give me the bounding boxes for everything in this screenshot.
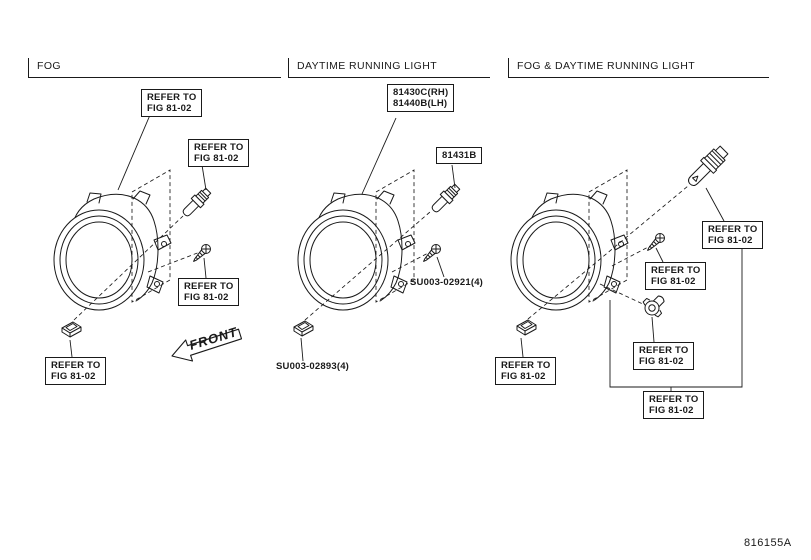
ref-label-combo-screw: REFER TO FIG 81-02 (645, 262, 707, 290)
part-number-drl-screw: SU003-02921(4) (410, 277, 484, 288)
fog-clip-icon (61, 321, 82, 338)
ref-line1: REFER TO (708, 224, 758, 235)
combo-large-bulb-icon (683, 143, 731, 191)
ref-label-combo-bulb: REFER TO FIG 81-02 (702, 221, 764, 249)
ref-line1: REFER TO (147, 92, 197, 103)
part-number-bulb: 81431B (442, 150, 477, 161)
ref-line1: REFER TO (651, 265, 701, 276)
ref-line2: FIG 81-02 (649, 405, 694, 416)
ref-line2: FIG 81-02 (184, 292, 229, 303)
front-arrow: FRONT (171, 324, 243, 362)
section-title-drl: DAYTIME RUNNING LIGHT (288, 58, 490, 78)
ref-line1: REFER TO (501, 360, 551, 371)
fog-bulb-icon (179, 185, 214, 220)
combo-screw-icon (643, 231, 667, 255)
ref-line2: FIG 81-02 (639, 356, 684, 367)
part-number-drl-lamp: 81430C(RH) 81440B(LH) (387, 84, 455, 112)
section-title-fog-drl: FOG & DAYTIME RUNNING LIGHT (508, 58, 769, 78)
ref-line1: REFER TO (184, 281, 234, 292)
ref-line2: FIG 81-02 (501, 371, 546, 382)
drl-clip-icon (293, 320, 314, 337)
ref-label-combo-socket: REFER TO FIG 81-02 (633, 342, 695, 370)
fog-lamp-drawing (53, 190, 172, 311)
section-title-fog: FOG (28, 58, 281, 78)
ref-label-fog-screw: REFER TO FIG 81-02 (178, 278, 240, 306)
assembly-dashed-lines (73, 169, 689, 321)
drl-lamp-drawing (297, 190, 416, 311)
ref-line2: FIG 81-02 (708, 235, 753, 246)
ref-line1: REFER TO (51, 360, 101, 371)
ref-label-combo-clip: REFER TO FIG 81-02 (495, 357, 557, 385)
combo-clip-icon (516, 319, 537, 336)
part-number-drl-bulb: 81431B (436, 147, 483, 164)
ref-label-fog-assembly: REFER TO FIG 81-02 (141, 89, 203, 117)
ref-label-fog-clip: REFER TO FIG 81-02 (45, 357, 107, 385)
drl-screw-icon (419, 242, 443, 266)
drl-bulb-icon (428, 181, 463, 216)
ref-label-combo-assembly: REFER TO FIG 81-02 (643, 391, 705, 419)
ref-line1: REFER TO (649, 394, 699, 405)
fog-screw-icon (189, 242, 213, 266)
ref-line1: REFER TO (639, 345, 689, 356)
ref-line2: FIG 81-02 (51, 371, 96, 382)
leader-lines (69, 114, 743, 391)
ref-line2: FIG 81-02 (194, 153, 239, 164)
part-number-lh: 81440B(LH) (393, 98, 448, 109)
ref-line1: REFER TO (194, 142, 244, 153)
front-label: FRONT (187, 324, 239, 353)
part-number-drl-clip: SU003-02893(4) (276, 361, 350, 372)
part-number-rh: 81430C(RH) (393, 87, 449, 98)
combo-socket-icon (639, 289, 671, 321)
ref-line2: FIG 81-02 (147, 103, 192, 114)
ref-line2: FIG 81-02 (651, 276, 696, 287)
doc-number: 816155A (744, 537, 792, 549)
ref-label-fog-bulb: REFER TO FIG 81-02 (188, 139, 250, 167)
